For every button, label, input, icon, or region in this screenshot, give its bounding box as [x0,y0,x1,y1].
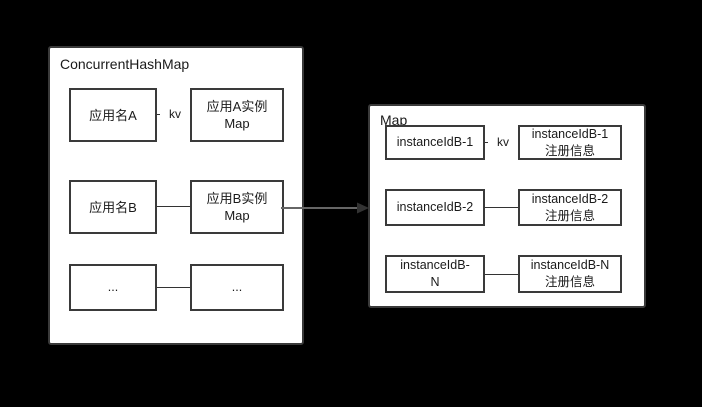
node-instance-id-b-1-info: instanceIdB-1 注册信息 [518,125,622,160]
node-ellipsis-key: ... [69,264,157,311]
connector-row-2 [157,206,190,207]
node-instance-id-b-2-info: instanceIdB-2 注册信息 [518,189,622,226]
node-label: 应用名A [89,107,137,123]
node-label: 应用名B [89,199,137,215]
container-title-map: Map [380,112,408,128]
node-label: 应用B实例 Map [206,191,268,223]
connector-map-row-3 [485,274,518,275]
arrow-app-b-map-to-map [281,202,369,214]
node-instance-id-b-n: instanceIdB- N [385,255,485,293]
node-app-name-b: 应用名B [69,180,157,234]
node-label: instanceIdB-1 [396,135,474,149]
node-label: instanceIdB-N 注册信息 [530,258,610,289]
node-label: instanceIdB-1 注册信息 [531,126,609,158]
edge-label-kv-row-1: kv [160,107,190,121]
node-label: 应用A实例 Map [206,99,268,131]
container-map: Map instanceIdB-1 kv instanceIdB-1 注册信息 … [368,104,646,308]
connector-map-row-2 [485,207,518,208]
node-label: instanceIdB- N [400,258,470,289]
node-app-name-a: 应用名A [69,88,157,142]
node-label: ... [107,280,119,294]
node-instance-id-b-n-info: instanceIdB-N 注册信息 [518,255,622,293]
edge-label-kv-map-row-1: kv [488,135,518,149]
container-concurrent-hash-map: ConcurrentHashMap 应用名A kv 应用A实例 Map 应用名B… [48,46,304,345]
node-app-a-instance-map: 应用A实例 Map [190,88,284,142]
node-instance-id-b-2: instanceIdB-2 [385,189,485,226]
node-instance-id-b-1: instanceIdB-1 [385,125,485,160]
connector-row-3 [157,287,190,288]
container-title-concurrent-hash-map: ConcurrentHashMap [60,56,190,72]
node-label: instanceIdB-2 [396,200,474,214]
node-label: ... [231,280,243,294]
node-ellipsis-value: ... [190,264,284,311]
node-label: instanceIdB-2 注册信息 [531,191,609,223]
node-app-b-instance-map: 应用B实例 Map [190,180,284,234]
